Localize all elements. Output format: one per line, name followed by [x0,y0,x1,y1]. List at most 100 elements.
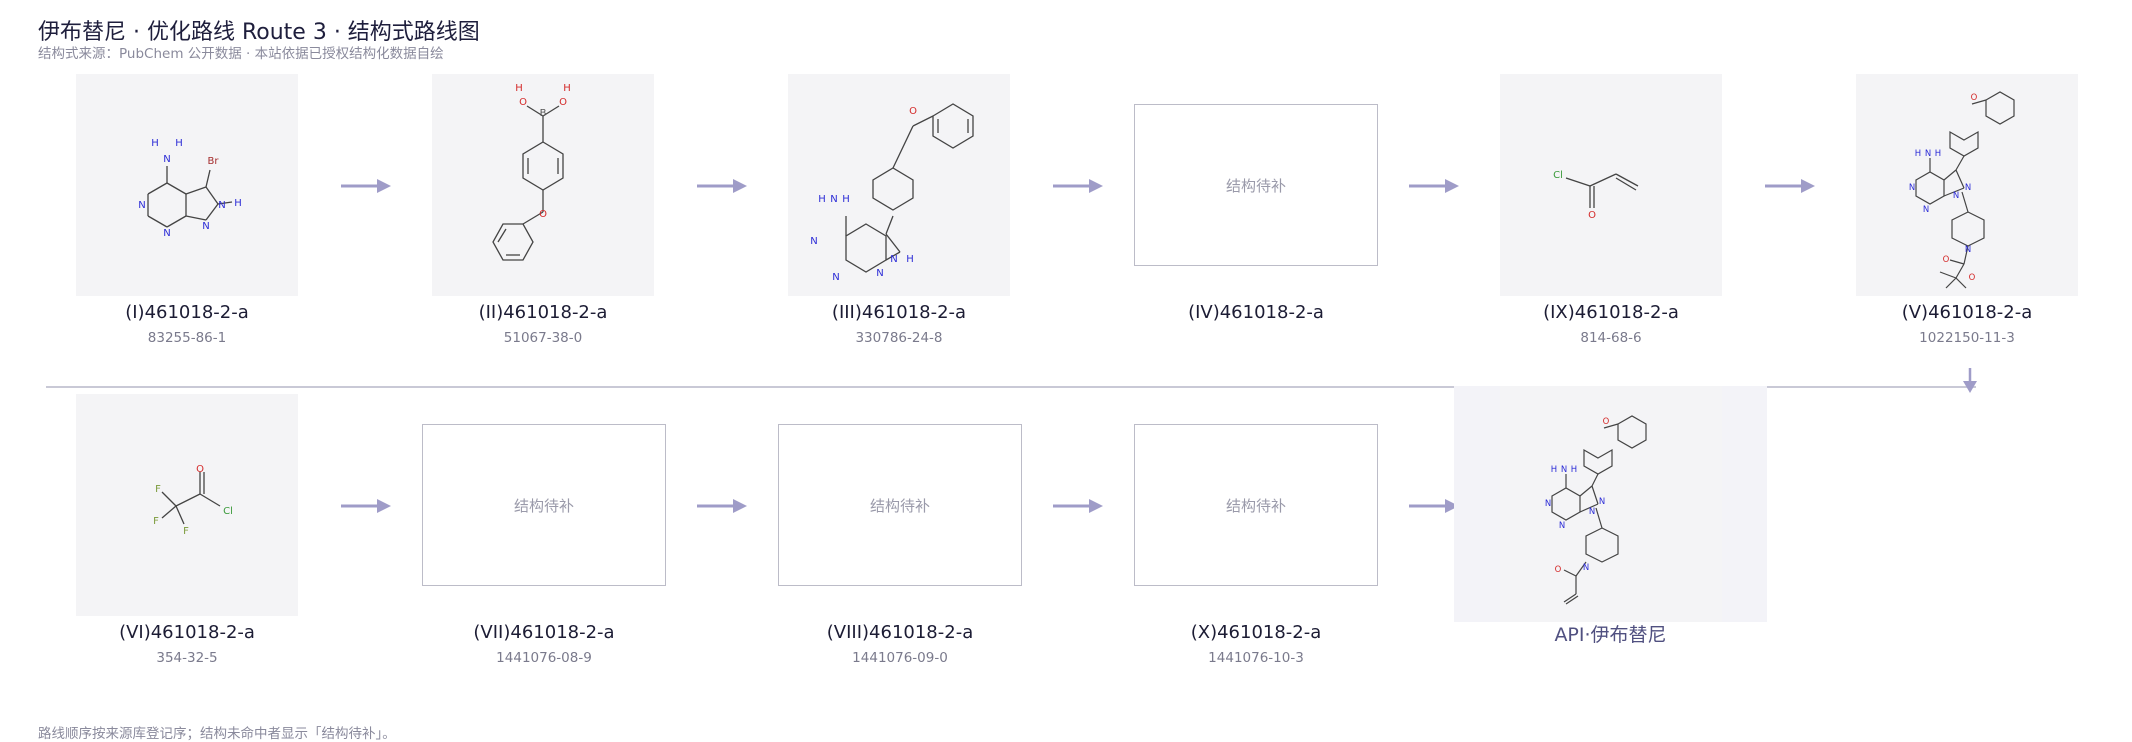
node-III[interactable]: O N H H N N N H N (III)461018-2-a 330786… [788,74,1010,354]
arrow-I-II [341,178,391,194]
arrow-IX-V [1765,178,1815,194]
structure-I: N H H N N N N H Br [76,74,298,296]
arrow-IV-IX [1409,178,1459,194]
node-label-IV: (IV)461018-2-a [1188,302,1324,323]
structure-IX: Cl O [1500,74,1722,296]
svg-text:N: N [876,268,883,279]
svg-text:N: N [1599,497,1605,507]
node-label-I: (I)461018-2-a [125,302,249,323]
node-V[interactable]: O N H H N N N N N O O (V)461018-2-a 1022… [1856,74,2078,354]
api-label: API·伊布替尼 [1554,624,1667,646]
svg-text:O: O [519,97,527,108]
node-cas-IX: 814-68-6 [1580,330,1642,346]
svg-text:O: O [559,97,567,108]
node-cas-VIII: 1441076-09-0 [852,650,948,666]
node-cas-VII: 1441076-08-9 [496,650,592,666]
api-node[interactable]: O N H H N N N N N O [1454,386,1767,622]
svg-text:O: O [1971,93,1978,103]
svg-text:H: H [842,194,850,205]
page-subtitle: 结构式来源：PubChem 公开数据 · 本站依据已授权结构化数据自绘 [38,46,444,62]
node-VI[interactable]: O Cl F F F (VI)461018-2-a 354-32-5 [76,394,298,674]
svg-text:O: O [1603,417,1610,427]
node-VII[interactable]: 结构待补 (VII)461018-2-a 1441076-08-9 [422,394,666,674]
node-label-II: (II)461018-2-a [478,302,608,323]
svg-text:N: N [832,272,839,283]
svg-text:H: H [563,83,571,94]
svg-text:F: F [153,516,159,527]
node-label-IX: (IX)461018-2-a [1543,302,1679,323]
page-title: 伊布替尼 · 优化路线 Route 3 · 结构式路线图 [38,20,480,45]
svg-text:F: F [155,484,161,495]
svg-text:N: N [1561,465,1567,475]
node-cas-V: 1022150-11-3 [1919,330,2015,346]
node-cas-I: 83255-86-1 [147,330,227,346]
svg-text:N: N [163,228,170,239]
svg-text:H: H [1915,149,1921,159]
structure-V: O N H H N N N N N O O [1856,74,2078,296]
structure-drawing-api: O N H H N N N N N O [1545,415,1647,605]
node-label-VII: (VII)461018-2-a [473,622,615,643]
structure-II: B O O H H O [432,74,654,296]
svg-text:N: N [1559,521,1565,531]
svg-text:O: O [1588,210,1596,221]
svg-text:O: O [196,464,204,475]
node-II[interactable]: B O O H H O (II)461018-2-a 51067-38-0 [432,74,654,354]
svg-text:O: O [1943,255,1950,265]
structure-drawing-IX: Cl O [1553,170,1639,221]
svg-text:H: H [515,83,523,94]
structure-III: O N H H N N N H N [788,74,1010,296]
arrow-VIII-X [1053,498,1103,514]
svg-text:H: H [234,198,242,209]
node-label-VI: (VI)461018-2-a [119,622,255,643]
svg-text:H: H [151,138,159,149]
svg-text:H: H [1571,465,1577,475]
structure-placeholder-VII: 结构待补 [422,424,666,586]
svg-text:N: N [202,221,209,232]
row-divider [46,386,1976,388]
node-cas-VI: 354-32-5 [156,650,218,666]
svg-text:N: N [218,200,225,211]
footer-note: 路线顺序按来源库登记序；结构未命中者显示「结构待补」。 [38,726,396,742]
arrow-III-IV [1053,178,1103,194]
svg-text:O: O [1555,565,1562,575]
node-IV[interactable]: 结构待补 (IV)461018-2-a [1134,74,1378,354]
structure-drawing-V: O N H H N N N N N O O [1909,91,2015,289]
node-label-VIII: (VIII)461018-2-a [826,622,974,643]
svg-text:H: H [1935,149,1941,159]
structure-placeholder-IV: 结构待补 [1134,104,1378,266]
svg-text:N: N [1953,191,1959,201]
svg-text:N: N [1965,183,1971,193]
structure-drawing-II: B O O H H O [492,83,571,261]
node-VIII[interactable]: 结构待补 (VIII)461018-2-a 1441076-09-0 [778,394,1022,674]
row-wrap-arrow [1962,368,1978,394]
node-cas-II: 51067-38-0 [503,330,583,346]
svg-text:F: F [183,526,189,537]
arrow-VII-VIII [697,498,747,514]
arrow-X-API [1409,498,1459,514]
node-cas-X: 1441076-10-3 [1208,650,1304,666]
structure-api: O N H H N N N N N O [1500,386,1722,622]
svg-text:O: O [1969,273,1976,283]
node-IX[interactable]: Cl O (IX)461018-2-a 814-68-6 [1500,74,1722,354]
svg-text:N: N [1965,245,1971,255]
node-I[interactable]: N H H N N N N H Br (I)461018-2-a 83255-8… [76,74,298,354]
structure-VI: O Cl F F F [76,394,298,616]
svg-text:H: H [818,194,826,205]
svg-text:N: N [830,194,837,205]
node-X[interactable]: 结构待补 (X)461018-2-a 1441076-10-3 [1134,394,1378,674]
svg-text:N: N [1583,563,1589,573]
svg-text:O: O [909,106,917,117]
node-label-X: (X)461018-2-a [1190,622,1322,643]
node-label-V: (V)461018-2-a [1901,302,2033,323]
svg-text:N: N [1909,183,1915,193]
svg-text:N: N [1589,507,1595,517]
svg-text:H: H [175,138,183,149]
svg-text:N: N [810,236,817,247]
node-cas-III: 330786-24-8 [855,330,943,346]
svg-text:N: N [163,154,170,165]
node-label-III: (III)461018-2-a [831,302,967,323]
svg-text:Cl: Cl [223,506,233,517]
arrow-VI-VII [341,498,391,514]
structure-drawing-III: O N H H N N N H N [810,103,974,283]
svg-text:N: N [138,200,145,211]
